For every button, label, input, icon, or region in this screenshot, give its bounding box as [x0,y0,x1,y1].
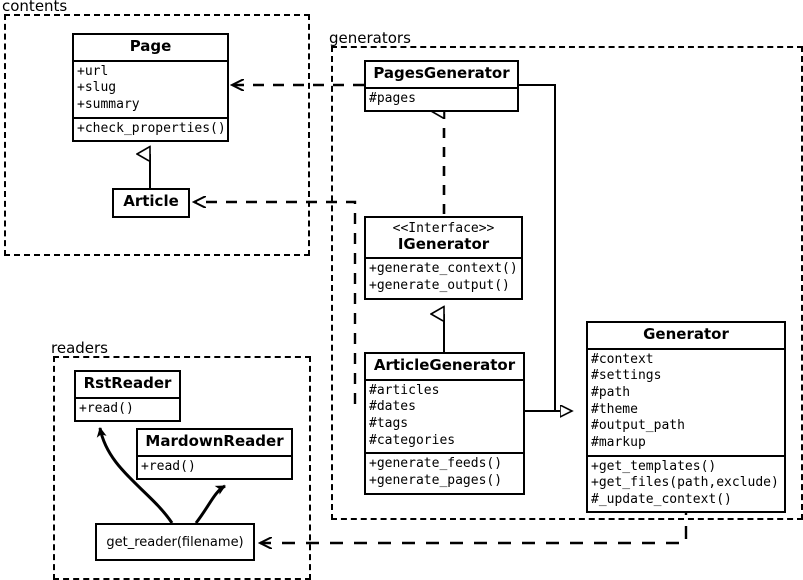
attribute-row: #pages [369,90,416,106]
class-name-igenerator: <<Interface>> IGenerator [366,218,521,257]
attribute-row: #theme [591,401,638,417]
class-methods-mardown-reader: +read() [138,457,291,479]
method-row: #_update_context() [591,491,732,507]
attribute-row: #categories [369,432,456,448]
attribute-row: +slug [77,80,117,96]
attribute-row: #markup [591,434,646,450]
class-attributes-generator: #context #settings #path #theme #output_… [588,350,784,455]
attribute-row: #articles [369,382,440,398]
package-label-readers: readers [49,339,110,357]
class-name-article-generator: ArticleGenerator [373,356,516,374]
class-attributes-pages-generator: #pages [366,89,517,111]
attribute-row: +url [77,63,109,79]
class-name-pages-generator: PagesGenerator [373,64,510,82]
class-box-article[interactable]: Article [112,188,190,218]
class-box-generator[interactable]: Generator #context #settings #path #them… [586,321,786,514]
method-row: +read() [141,458,196,474]
class-divider [588,347,784,350]
attribute-row: #dates [369,399,416,415]
class-attributes-article-generator: #articles #dates #tags #categories [366,381,523,453]
class-name-page: Page [129,37,172,55]
class-name-article: Article [123,192,179,210]
class-box-igenerator[interactable]: <<Interface>> IGenerator +generate_conte… [364,216,523,300]
class-name-text: IGenerator [397,234,490,253]
class-methods-igenerator: +generate_context() +generate_output() [366,259,521,297]
method-row: +check_properties() [77,120,226,136]
attribute-row: #settings [591,368,662,384]
attribute-row: +summary [77,97,140,112]
class-box-pages-generator[interactable]: PagesGenerator #pages [364,60,519,113]
attribute-row: #context [591,351,654,367]
package-frame-contents [4,14,310,256]
class-divider [74,116,227,119]
method-row: +read() [79,400,134,416]
attribute-row: #path [591,385,631,400]
class-attributes-page: +url +slug +summary [74,62,227,117]
method-row: +generate_feeds() [369,456,503,472]
class-methods-article-generator: +generate_feeds() +generate_pages() [366,454,523,492]
class-box-page[interactable]: Page +url +slug +summary +check_properti… [72,33,229,143]
class-divider [76,396,179,399]
class-methods-generator: +get_templates() +get_files(path,exclude… [588,457,784,512]
class-box-article-generator[interactable]: ArticleGenerator #articles #dates #tags … [364,352,525,495]
attribute-row: #output_path [591,418,685,434]
class-methods-rst-reader: +read() [76,399,179,421]
method-row: +get_templates() [591,458,717,474]
attribute-row: #tags [369,416,409,431]
class-box-rst-reader[interactable]: RstReader +read() [74,370,181,423]
class-divider [366,452,523,455]
class-divider [74,59,227,62]
class-box-mardown-reader[interactable]: MardownReader +read() [136,428,293,481]
class-divider [366,378,523,381]
class-methods-page: +check_properties() [74,119,227,141]
class-name-mardown-reader: MardownReader [145,432,284,450]
class-name-rst-reader: RstReader [83,374,172,392]
function-box-get-reader[interactable]: get_reader(filename) [95,523,255,561]
class-name-generator: Generator [643,325,729,343]
package-label-contents: contents [0,0,70,15]
class-divider [366,257,521,260]
method-row: +generate_pages() [369,472,503,488]
class-divider [366,86,517,89]
class-divider [138,454,291,457]
package-label-generators: generators [327,29,413,47]
method-row: +generate_output() [369,278,510,294]
class-divider [588,454,784,457]
class-stereotype-interface: <<Interface>> [392,221,495,236]
method-row: +generate_context() [369,261,518,277]
method-row: +get_files(path,exclude) [591,475,779,491]
